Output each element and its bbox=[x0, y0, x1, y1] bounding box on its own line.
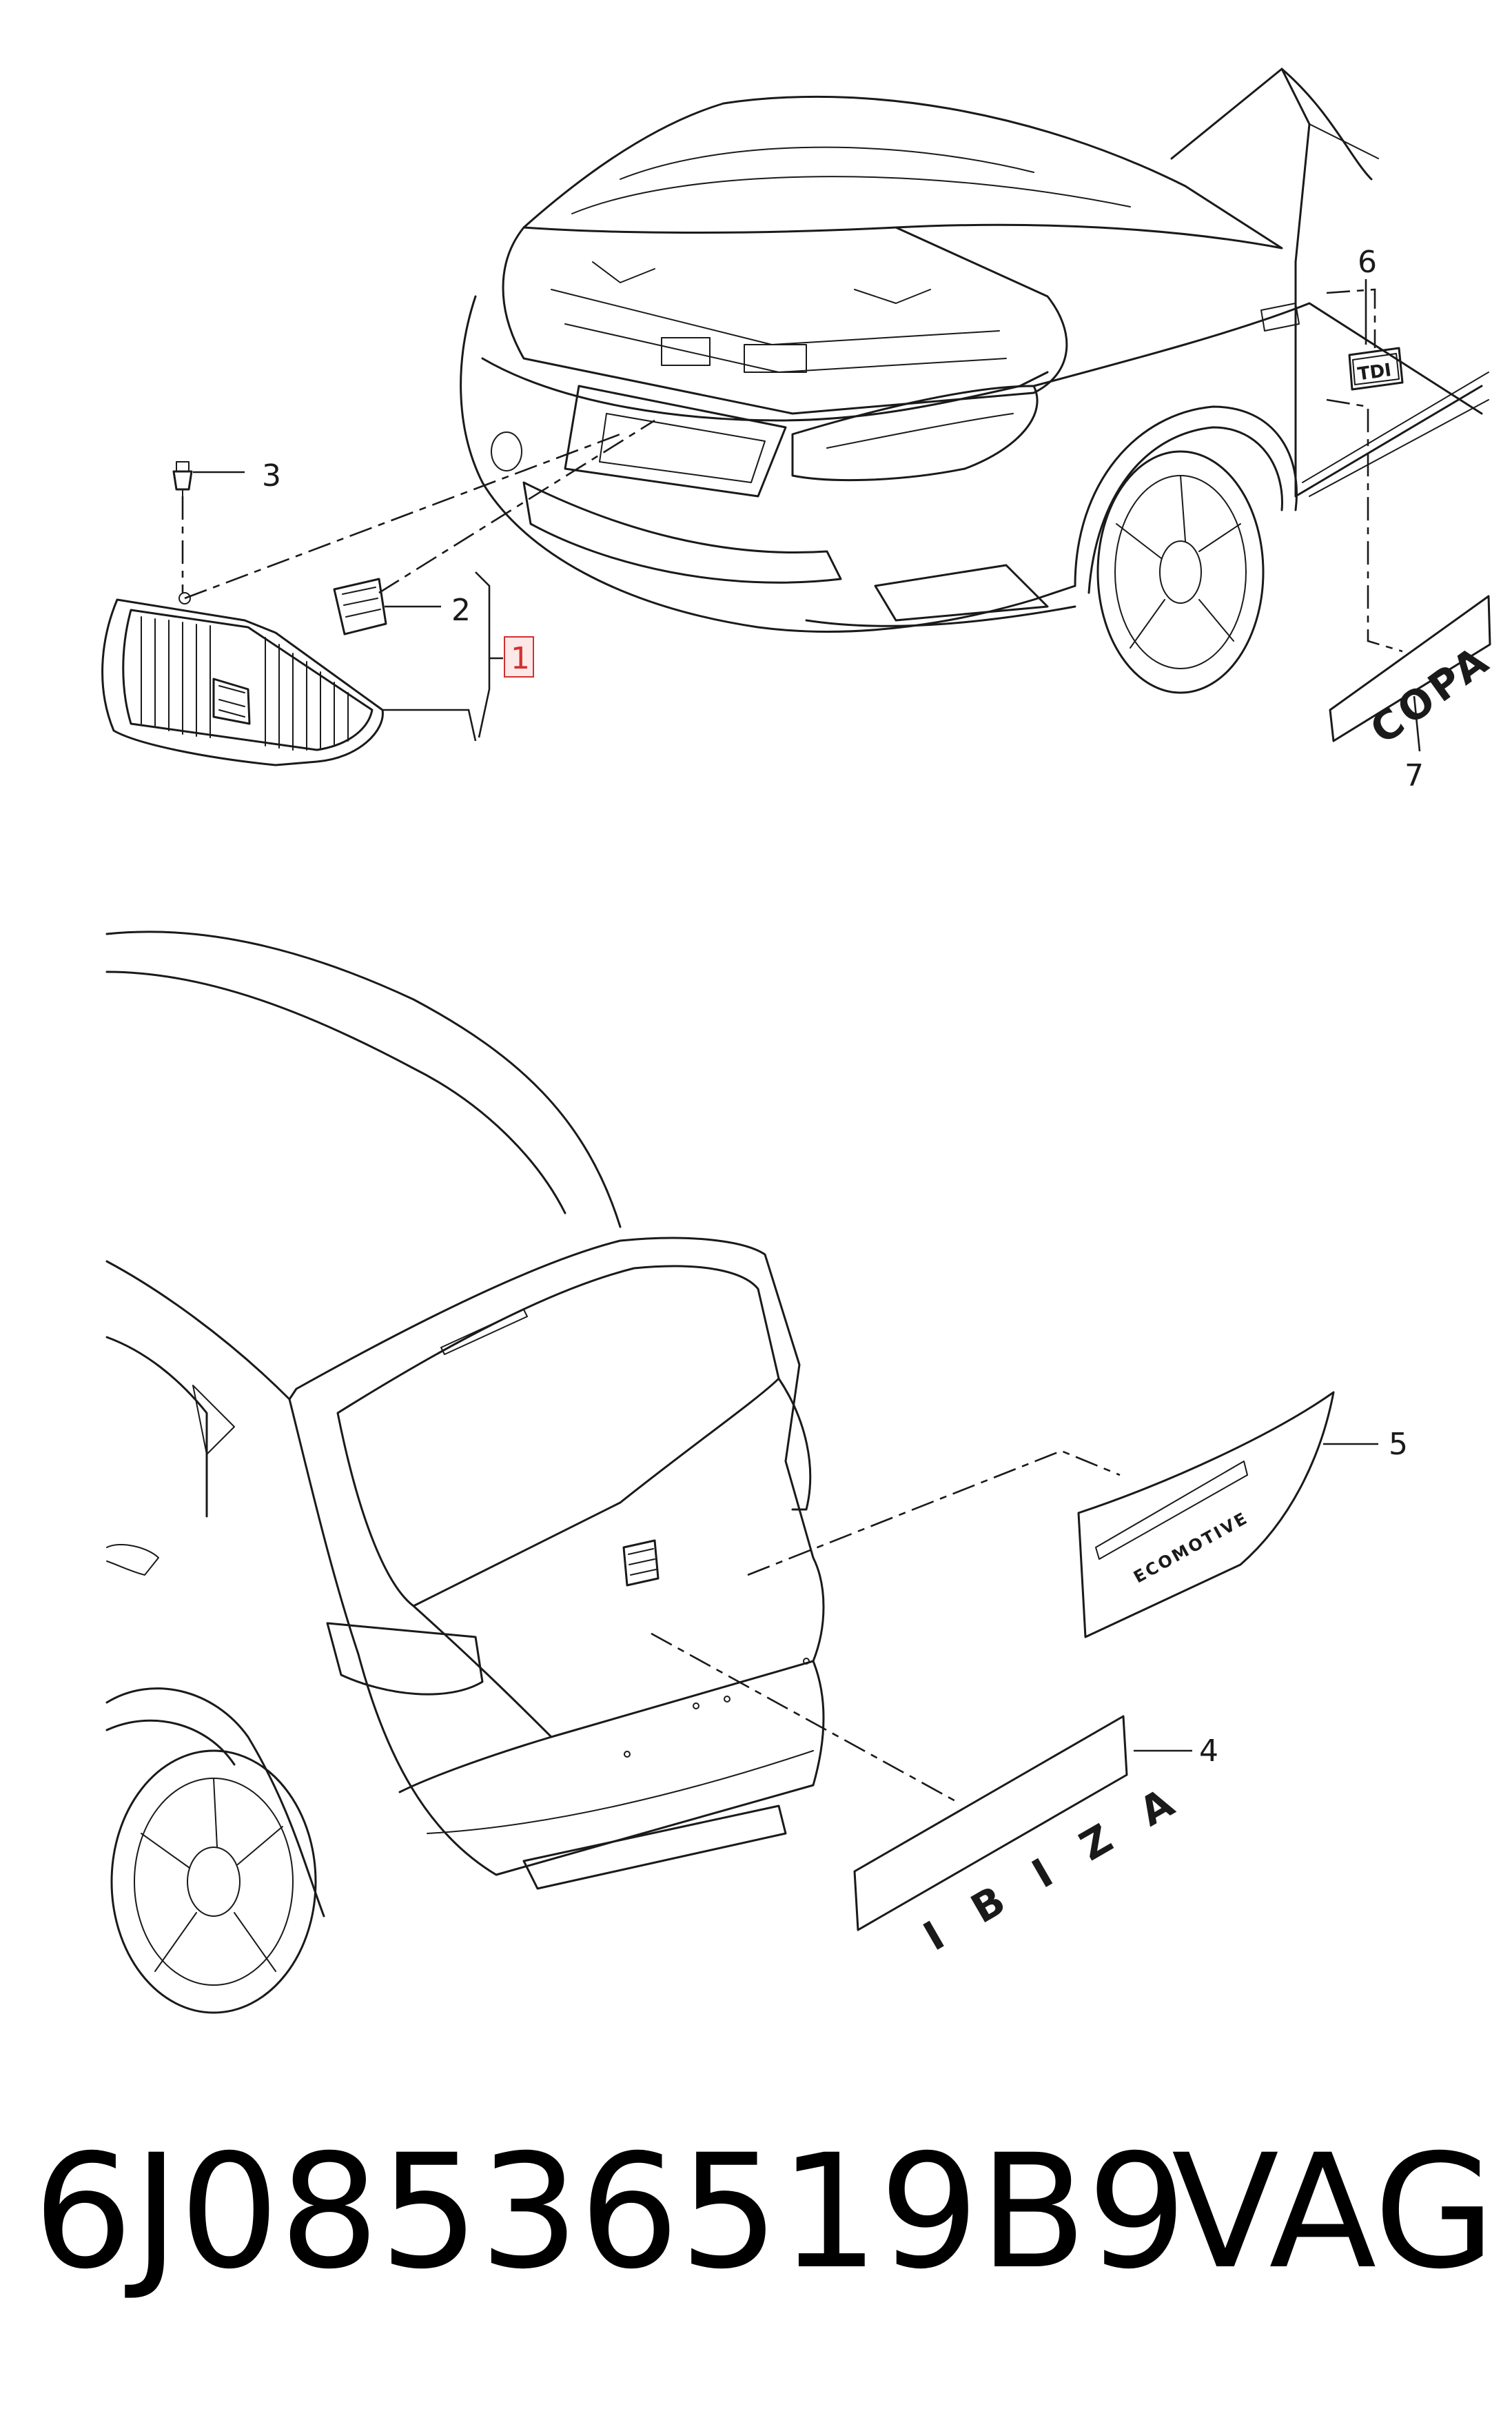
callout-6: 6 bbox=[1358, 245, 1377, 280]
front-car-illustration bbox=[460, 68, 1489, 694]
copa-badge-part: COPA bbox=[1329, 595, 1500, 753]
brand-caption: VAG bbox=[1172, 2120, 1496, 2304]
grille-emblem-part bbox=[333, 578, 387, 635]
ibiza-badge-text: IBIZA bbox=[916, 1760, 1216, 1960]
rear-leader-lines bbox=[651, 1443, 1378, 1804]
copa-badge-text: COPA bbox=[1362, 635, 1500, 753]
front-leader-lines bbox=[181, 279, 1421, 752]
part-number-caption: 6J08536519B9 bbox=[33, 2120, 1187, 2304]
callout-7: 7 bbox=[1404, 758, 1424, 793]
callout-1-highlight-box bbox=[504, 636, 534, 678]
radiator-grille-part bbox=[101, 592, 384, 766]
ibiza-badge-part: IBIZA bbox=[853, 1715, 1216, 1960]
tdi-badge-part: TDI bbox=[1348, 347, 1404, 391]
callout-1: 1 bbox=[511, 641, 530, 676]
tdi-badge-text: TDI bbox=[1356, 360, 1393, 385]
callout-3: 3 bbox=[262, 458, 281, 494]
callout-4: 4 bbox=[1199, 1733, 1218, 1769]
callout-2: 2 bbox=[451, 593, 471, 628]
rear-car-illustration bbox=[105, 931, 825, 2014]
ecomotive-badge-part: ECOMOTIVE bbox=[1077, 1391, 1335, 1638]
ecomotive-badge-text: ECOMOTIVE bbox=[1130, 1508, 1252, 1587]
callout-5: 5 bbox=[1389, 1427, 1408, 1462]
retaining-clip-part bbox=[172, 461, 193, 497]
